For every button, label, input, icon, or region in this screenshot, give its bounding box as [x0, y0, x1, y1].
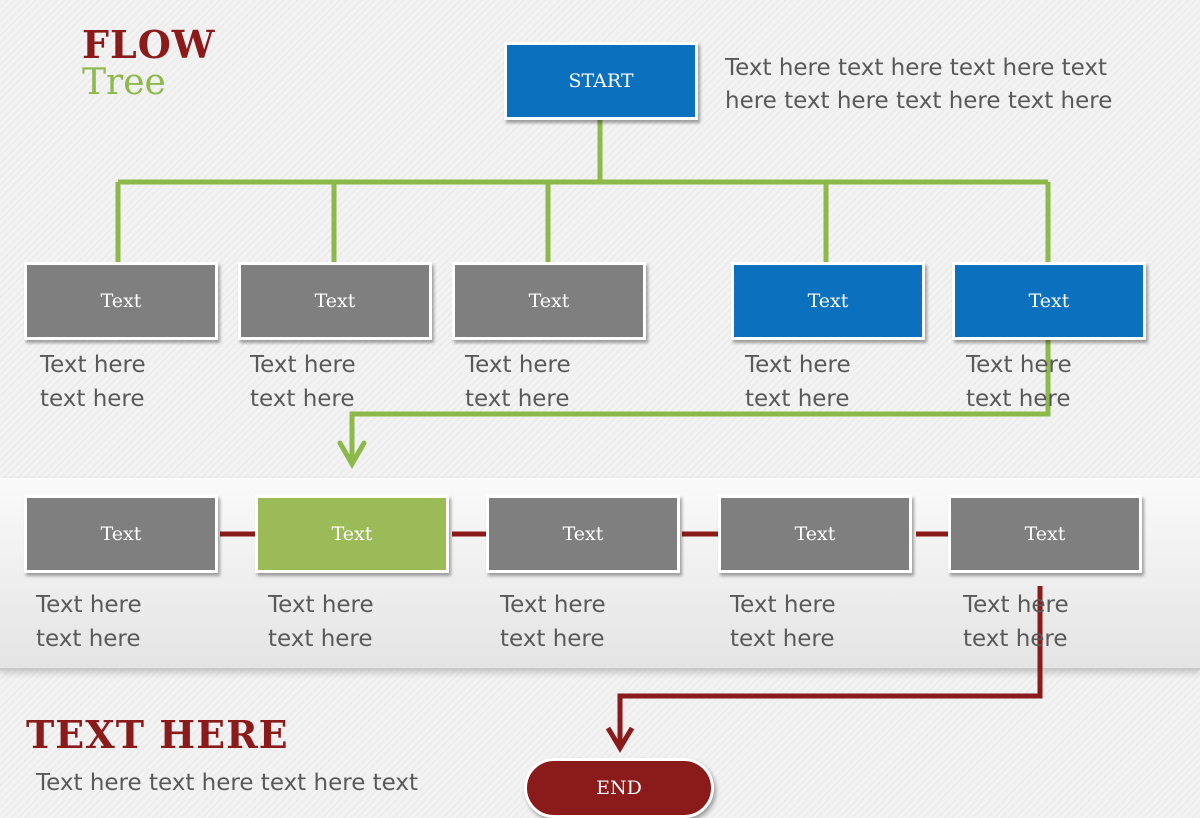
tree-note-3: Text here text here [465, 352, 571, 412]
red-end-connector [617, 586, 1043, 746]
start-description: Text here text here text here text here … [725, 55, 1113, 114]
process-node-label: Text [1024, 523, 1066, 545]
tree-node-label: Text [314, 290, 356, 312]
tree-node-label: Text [100, 290, 142, 312]
green-arrowhead [337, 440, 367, 470]
tree-node-1[interactable]: Text [24, 262, 218, 340]
end-label: END [596, 777, 642, 799]
tree-node-label: Text [807, 290, 849, 312]
tree-note-2: Text here text here [250, 352, 356, 412]
connector-lines [115, 120, 1051, 753]
process-note-3: Text here text here [500, 592, 606, 652]
green-return-connector [349, 310, 1051, 462]
process-node-label: Text [100, 523, 142, 545]
process-node-label: Text [562, 523, 604, 545]
tree-node-3[interactable]: Text [452, 262, 646, 340]
tree-node-2[interactable]: Text [238, 262, 432, 340]
process-node-label: Text [794, 523, 836, 545]
title-flow: FLOW [82, 22, 216, 67]
process-node-4[interactable]: Text [718, 495, 912, 573]
start-node[interactable]: START [504, 42, 698, 120]
tree-note-4: Text here text here [745, 352, 851, 412]
end-node[interactable]: END [524, 758, 714, 818]
tree-note-1: Text here text here [40, 352, 146, 412]
tree-node-4[interactable]: Text [731, 262, 925, 340]
tree-node-label: Text [528, 290, 570, 312]
title-tree: Tree [82, 62, 166, 103]
process-note-1: Text here text here [36, 592, 142, 652]
start-label: START [568, 70, 634, 92]
process-node-2[interactable]: Text [255, 495, 449, 573]
footer-description: Text here text here text here text [36, 770, 419, 796]
tree-node-label: Text [1028, 290, 1070, 312]
process-note-5: Text here text here [963, 592, 1069, 652]
red-arrowhead [605, 726, 635, 753]
process-node-5[interactable]: Text [948, 495, 1142, 573]
footer-heading: TEXT HERE [26, 712, 289, 757]
process-node-1[interactable]: Text [24, 495, 218, 573]
tree-node-5[interactable]: Text [952, 262, 1146, 340]
process-node-label: Text [331, 523, 373, 545]
tree-note-5: Text here text here [966, 352, 1072, 412]
process-note-4: Text here text here [730, 592, 836, 652]
process-node-3[interactable]: Text [486, 495, 680, 573]
process-note-2: Text here text here [268, 592, 374, 652]
